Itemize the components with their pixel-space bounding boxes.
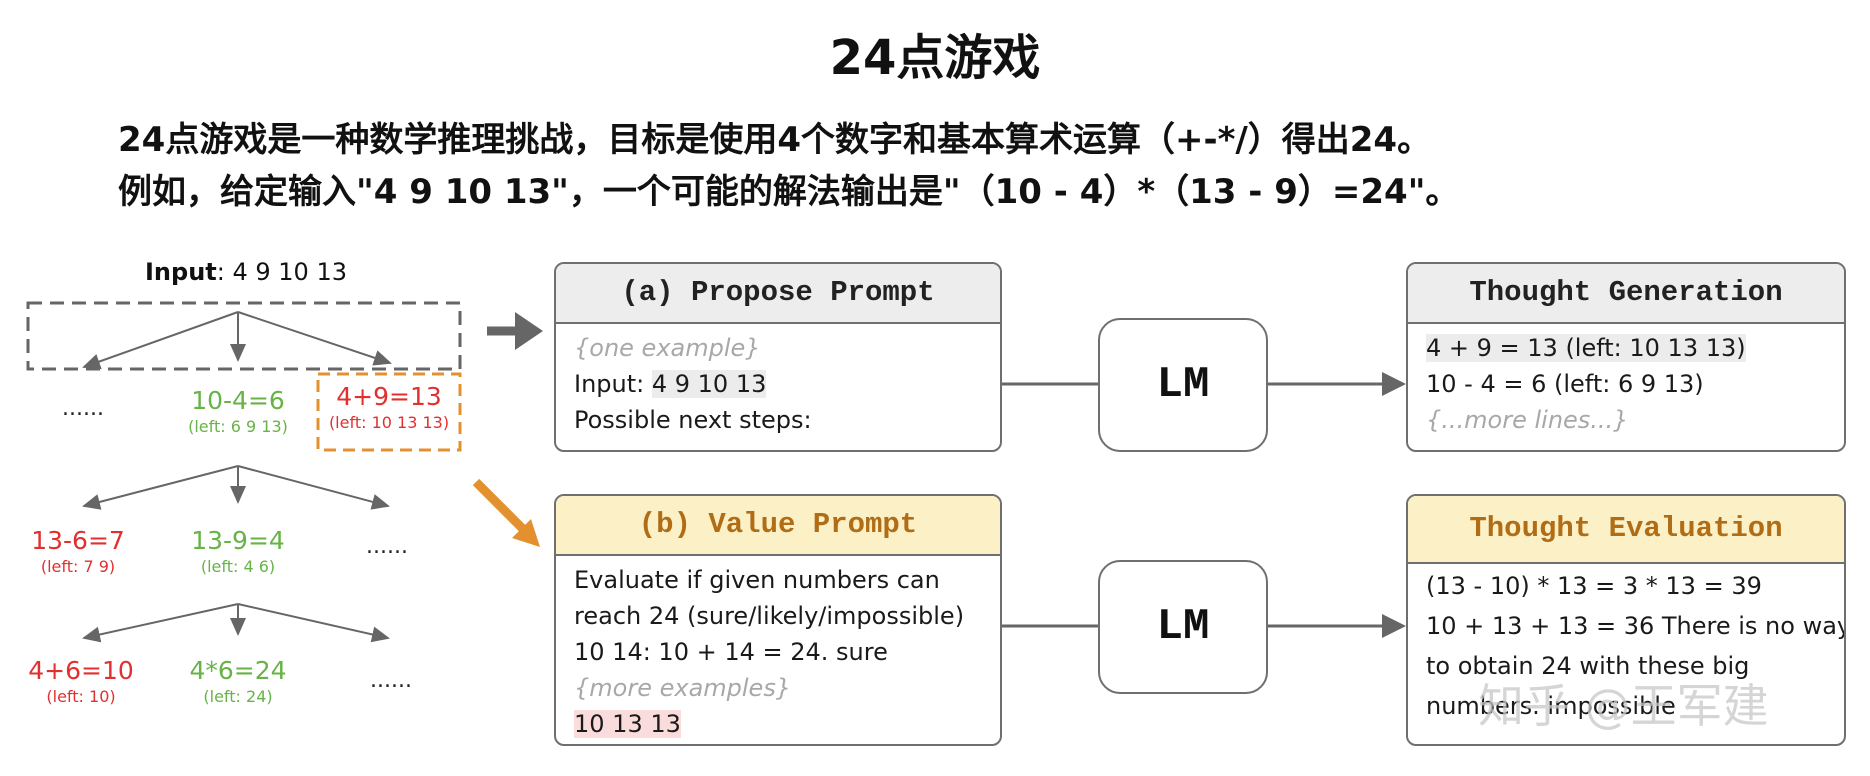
value-arrow bbox=[472, 478, 540, 547]
propose-arrow bbox=[487, 312, 543, 350]
tree-node-ellipsis-2: ...... bbox=[366, 534, 408, 559]
tree-node-4+9: 4+9=13(left: 10 13 13) bbox=[328, 382, 450, 432]
value-query-line: 10 13 13 bbox=[574, 710, 681, 738]
thought-evaluation-box: Thought Evaluation (13 - 10) * 13 = 3 * … bbox=[1406, 494, 1846, 746]
root-selection-box bbox=[26, 301, 462, 371]
tree-input-label: Input: 4 9 10 13 bbox=[145, 258, 347, 286]
tree-edges-level2 bbox=[82, 465, 390, 510]
propose-prompt-header: (a) Propose Prompt bbox=[556, 264, 1000, 324]
evaluation-line-4: numbers. impossible bbox=[1426, 692, 1676, 720]
evaluation-line-2: 10 + 13 + 13 = 36 There is no way bbox=[1426, 612, 1846, 640]
tree-node-ellipsis-1: ...... bbox=[62, 396, 104, 421]
thought-evaluation-header: Thought Evaluation bbox=[1408, 496, 1844, 564]
propose-prompt-box: (a) Propose Prompt {one example} Input: … bbox=[554, 262, 1002, 452]
value-prompt-header: (b) Value Prompt bbox=[556, 496, 1000, 556]
generation-more-lines: {...more lines...} bbox=[1426, 406, 1629, 434]
tree-edges-level1 bbox=[82, 311, 392, 370]
value-more-examples: {more examples} bbox=[574, 674, 792, 702]
tree-node-10-4: 10-4=6(left: 6 9 13) bbox=[188, 386, 288, 436]
propose-example-placeholder: {one example} bbox=[574, 334, 761, 362]
lm-box-evaluation: LM bbox=[1098, 560, 1268, 694]
tree-node-4x6: 4*6=24(left: 24) bbox=[189, 656, 287, 706]
generation-line-1: 4 + 9 = 13 (left: 10 13 13) bbox=[1426, 334, 1746, 362]
lm-box-generation: LM bbox=[1098, 318, 1268, 452]
value-line-2: reach 24 (sure/likely/impossible) bbox=[574, 602, 965, 630]
watermark: 知乎 @王军建 bbox=[1478, 679, 1769, 733]
generation-line-2: 10 - 4 = 6 (left: 6 9 13) bbox=[1426, 370, 1704, 398]
thought-generation-header: Thought Generation bbox=[1408, 264, 1844, 324]
tree-node-13-9: 13-9=4(left: 4 6) bbox=[191, 526, 285, 576]
tree-edges-level3 bbox=[82, 603, 390, 643]
tree-node-ellipsis-3: ...... bbox=[370, 668, 412, 693]
description-line-2: 例如，给定输入"4 9 10 13"，一个可能的解法输出是"（10 - 4）*（… bbox=[118, 172, 1460, 212]
value-line-1: Evaluate if given numbers can bbox=[574, 566, 940, 594]
value-prompt-box: (b) Value Prompt Evaluate if given numbe… bbox=[554, 494, 1002, 746]
propose-next-steps: Possible next steps: bbox=[574, 406, 812, 434]
value-line-3: 10 14: 10 + 14 = 24. sure bbox=[574, 638, 888, 666]
description-line-1: 24点游戏是一种数学推理挑战，目标是使用4个数字和基本算术运算（+-*/）得出2… bbox=[118, 120, 1432, 160]
evaluation-line-1: (13 - 10) * 13 = 3 * 13 = 39 bbox=[1426, 572, 1762, 600]
evaluation-line-3: to obtain 24 with these big bbox=[1426, 652, 1750, 680]
page-title: 24点游戏 bbox=[829, 30, 1041, 86]
thought-generation-box: Thought Generation 4 + 9 = 13 (left: 10 … bbox=[1406, 262, 1846, 452]
tree-node-4+6: 4+6=10(left: 10) bbox=[28, 656, 134, 706]
selected-node-box bbox=[316, 372, 462, 452]
propose-input-line: Input: 4 9 10 13 bbox=[574, 370, 767, 398]
tree-node-13-6: 13-6=7(left: 7 9) bbox=[31, 526, 125, 576]
